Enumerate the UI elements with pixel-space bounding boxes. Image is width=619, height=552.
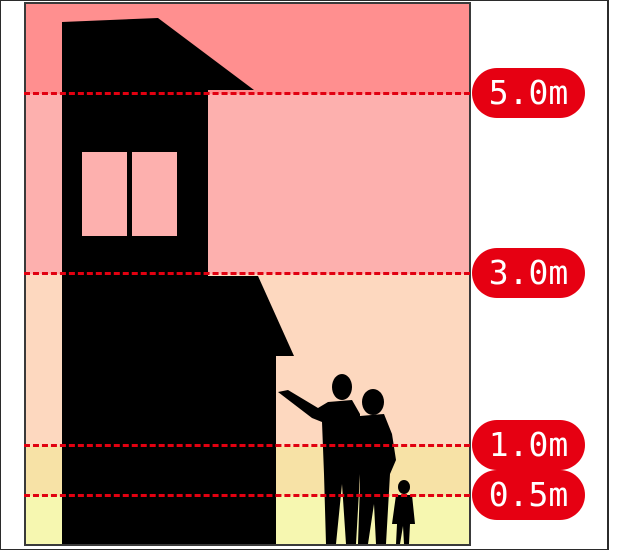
depth-line-3m [24, 272, 470, 275]
house-window [82, 152, 177, 236]
depth-line-5m [24, 92, 470, 95]
depth-badge-1m: 1.0m [472, 420, 585, 470]
depth-badge-5m: 5.0m [472, 68, 585, 118]
illustration-panel [24, 2, 471, 546]
depth-badge-05m: 0.5m [472, 470, 585, 520]
depth-badge-3m: 3.0m [472, 248, 585, 298]
depth-line-05m [24, 494, 470, 497]
house-and-family-illustration [26, 4, 469, 544]
depth-line-1m [24, 444, 470, 447]
